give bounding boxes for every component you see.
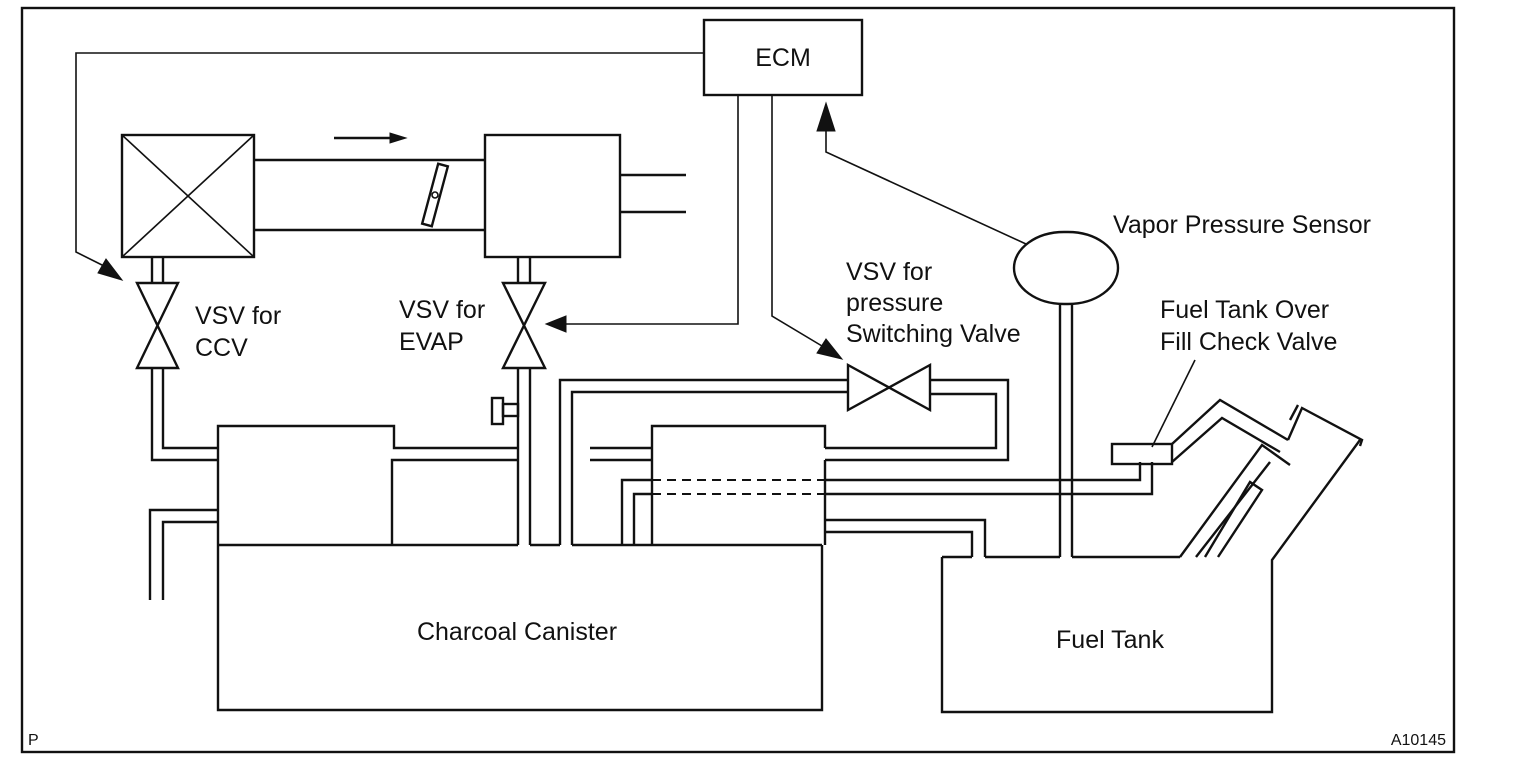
check-valve-pipe-outer: [1171, 398, 1289, 445]
figure-code: A10145: [1391, 732, 1446, 749]
ccv-lower-pipe-outer: [150, 368, 218, 462]
psv-return-tube-inner: [825, 392, 998, 450]
fresh-air-inlet-left: [148, 508, 218, 600]
sensor-to-ecm-signal-line: [825, 130, 1027, 245]
canister-right-chamber: [650, 424, 827, 545]
canister-tank-pipe-outer: [825, 518, 987, 557]
fill-check-label-line2: Fill Check Valve: [1160, 328, 1337, 356]
fill-check-label-line1: Fuel Tank Over: [1160, 296, 1329, 324]
vapor-pressure-sensor-label: Vapor Pressure Sensor: [1113, 211, 1371, 239]
ecm-to-evap-signal-line: [565, 95, 739, 325]
ccv-lower-pipe-inner: [161, 368, 218, 450]
psv-signal-arrowhead: [816, 338, 844, 360]
vapor-pressure-sensor[interactable]: [1012, 230, 1120, 306]
intake-manifold-box: [483, 133, 622, 259]
air-cleaner-box: [120, 133, 256, 259]
ecm-input-arrowhead: [816, 101, 836, 132]
fuel-tank-label: Fuel Tank: [1056, 626, 1164, 654]
vsv-ccv-valve[interactable]: [135, 281, 180, 370]
filler-neck-outer: [1179, 443, 1291, 558]
canister-left-chamber: [216, 424, 518, 545]
psv-tube-outer: [558, 378, 848, 545]
psv-tube-inner: [570, 390, 848, 545]
fresh-air-inlet-right: [161, 520, 218, 600]
fuel-tank-body: [940, 439, 1361, 714]
vsv-evap-valve[interactable]: [501, 281, 547, 370]
vent-line-outer: [620, 478, 652, 545]
throttle-shaft: [431, 191, 439, 199]
fill-check-valve[interactable]: [1110, 442, 1174, 466]
vsv-evap-label-line2: EVAP: [399, 328, 464, 356]
diagram-frame: [20, 6, 1456, 754]
ccv-signal-arrowhead: [97, 258, 124, 281]
vent-line-inner: [632, 492, 652, 545]
air-flow-arrowhead: [389, 132, 408, 144]
fill-check-leader-line: [1151, 359, 1196, 448]
vsv-ccv-label-line2: CCV: [195, 334, 248, 362]
vsv-ccv-label-line1: VSV for: [195, 302, 281, 330]
vent-line-to-check-valve-top: [825, 462, 1142, 482]
vsv-psv-label-line2: pressure: [846, 289, 943, 317]
charcoal-canister-body: [216, 545, 824, 712]
filler-cap: [1286, 406, 1364, 447]
service-port-cap: [490, 396, 505, 426]
canister-tank-pipe-inner: [825, 530, 974, 557]
ecm-label: ECM: [755, 44, 811, 72]
vsv-evap-label-line1: VSV for: [399, 296, 485, 324]
vsv-psv-label-line1: VSV for: [846, 258, 932, 286]
psv-return-tube-outer: [825, 378, 1010, 462]
air-cleaner-cross-2: [121, 134, 255, 258]
service-port-body: [501, 402, 520, 418]
ecm-box: [702, 18, 864, 97]
throttle-valve: [420, 162, 450, 228]
filler-pipe-outer: [1203, 480, 1264, 558]
charcoal-canister-label: Charcoal Canister: [417, 618, 617, 646]
vsv-psv-valve[interactable]: [846, 362, 932, 413]
ecm-to-psv-signal-line: [771, 95, 823, 347]
canister-inner-chamber: [390, 458, 518, 545]
filler-cap-lip: [1288, 404, 1300, 421]
evap-signal-arrowhead: [544, 315, 567, 333]
corner-letter: P: [28, 732, 39, 749]
vsv-psv-label-line3: Switching Valve: [846, 320, 1021, 348]
vent-line-to-check-valve-bottom: [825, 462, 1154, 496]
check-valve-pipe-inner: [1171, 416, 1281, 463]
ecm-to-ccv-signal-line: [75, 52, 704, 267]
